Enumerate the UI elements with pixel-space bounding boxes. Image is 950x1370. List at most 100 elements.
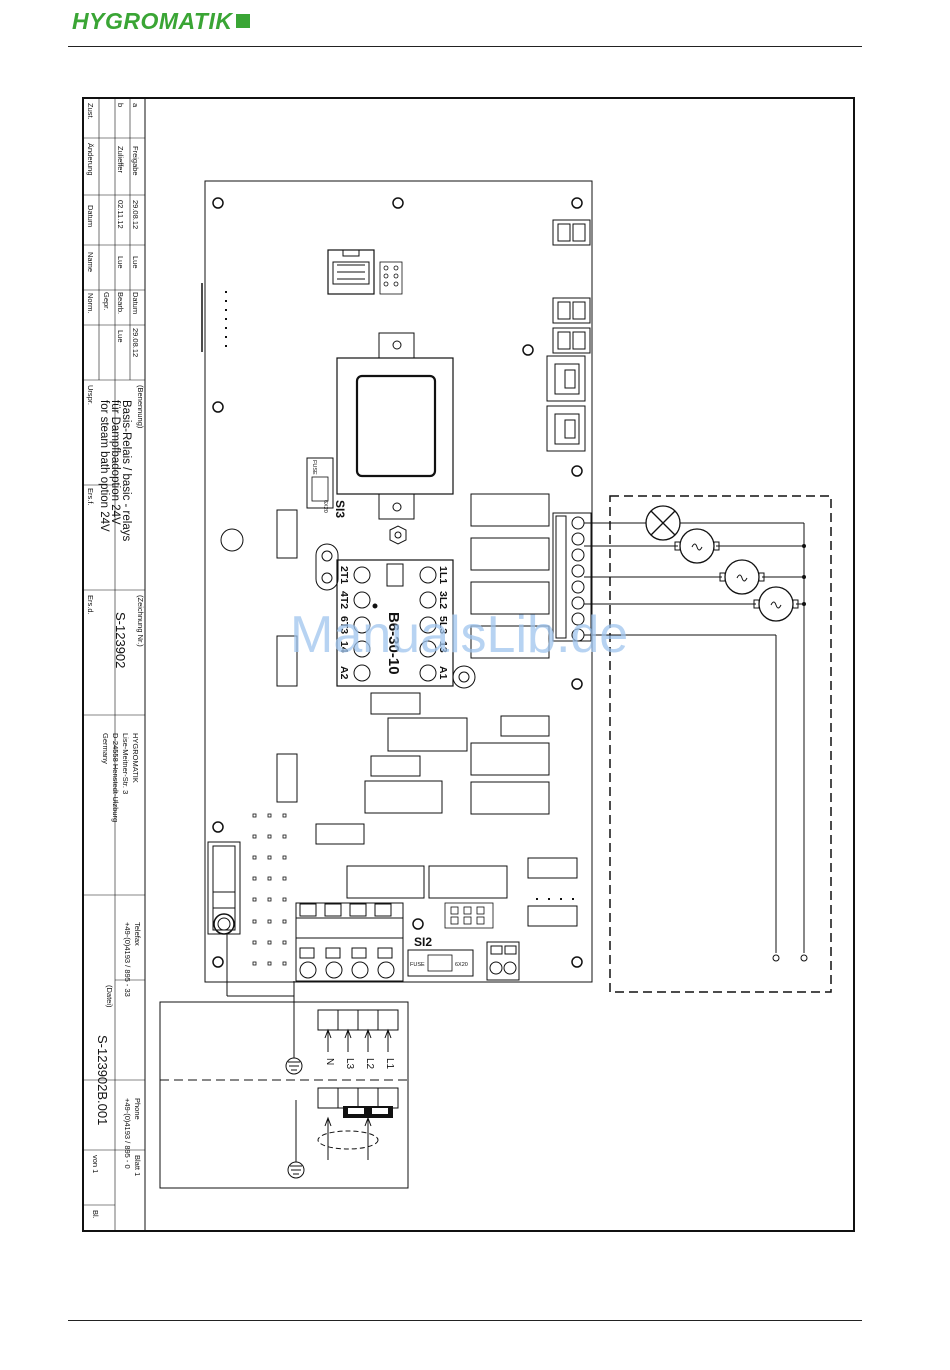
contactor-pin-14: 14 <box>338 641 350 653</box>
mounting-hole <box>212 197 224 209</box>
si2-label: SI2 <box>414 935 432 949</box>
fuse-si2: FUSE 6X20 <box>407 949 474 977</box>
mounting-hole <box>571 465 583 477</box>
mounting-hole <box>571 197 583 209</box>
supply-terminals-bottom <box>317 1087 399 1109</box>
tb-drawing-no: S-123902 <box>113 612 128 668</box>
motor-icon <box>719 559 765 595</box>
contactor-name: B6-30-10 <box>385 612 402 675</box>
contactor-pin-4t2: 4T2 <box>338 591 350 609</box>
tb-date-a: 29.08.12 <box>131 200 140 229</box>
tb-title-line2: für Dampfbadoption 24V <box>109 400 121 525</box>
tb-datum: Datum <box>86 205 95 227</box>
tb-blatt: Blatt 1 <box>133 1155 142 1176</box>
tb-ers-d: Ers.d. <box>86 595 95 615</box>
supply-label-l1: L1 <box>384 1058 395 1070</box>
pad-grid <box>252 813 287 966</box>
footer-rule <box>68 1320 862 1321</box>
mounting-hole <box>412 918 424 930</box>
watermark: ManualsLib.de <box>290 606 628 664</box>
tb-bearb-date: 29.08.12 <box>131 328 140 357</box>
lamp-icon <box>645 505 681 541</box>
mounting-hole <box>522 344 534 356</box>
tb-date-b: 02.11.12 <box>116 200 125 229</box>
mounting-hole <box>392 197 404 209</box>
tb-file-no: S-123902B.001 <box>95 1035 110 1125</box>
contactor-pin-a1: A1 <box>437 666 449 680</box>
supply-label-l3: L3 <box>344 1058 355 1070</box>
tb-zeichnung-label: (Zeichnung Nr.) <box>136 595 145 647</box>
hygromatik-logo: HYGROMATIK <box>72 6 251 36</box>
motor-icon <box>753 586 799 622</box>
fuse-si3: FUSE 6X20 <box>306 457 334 513</box>
power-terminal-block <box>295 902 404 982</box>
tb-bearb-name: Lue <box>116 330 125 343</box>
contactor-pin-13: 13 <box>437 641 449 653</box>
mounting-hole <box>212 956 224 968</box>
pin-header <box>379 261 403 295</box>
motor-icon <box>674 528 720 564</box>
small-header <box>444 902 494 929</box>
tb-rev-a: a <box>131 103 140 108</box>
mounting-hole <box>212 821 224 833</box>
si2-fuse-label: FUSE <box>410 962 425 968</box>
mounting-hole <box>571 956 583 968</box>
tb-zust: Zust. <box>86 103 95 120</box>
tb-bearb: Bearb. <box>116 292 125 314</box>
buzzer <box>220 528 244 552</box>
supply-label-l2: L2 <box>364 1058 375 1070</box>
tb-title-line3: for steam bath option 24V <box>98 400 110 532</box>
header-rule <box>68 46 862 47</box>
tb-company: HYGROMATIK <box>131 733 140 783</box>
contactor-pin-3l2: 3L2 <box>437 591 449 609</box>
components <box>276 493 578 927</box>
drawing-frame <box>82 97 855 1232</box>
external-devices-box <box>609 495 832 993</box>
tb-gepr: Gepr. <box>102 292 111 310</box>
mounting-hole <box>571 678 583 690</box>
logo-square-icon <box>236 14 251 28</box>
tb-rev-b: b <box>116 103 125 107</box>
si3-fuse-size: 6X20 <box>322 500 328 513</box>
supply-box <box>159 1001 409 1189</box>
si2-fuse-size: 6X20 <box>455 962 468 968</box>
tb-benennung-label: (Benennung) <box>136 385 145 429</box>
logo-text: HYGROMATIK <box>72 7 233 34</box>
external-wiring <box>584 522 808 962</box>
supply-terminals-top <box>317 1009 399 1031</box>
tb-phone-label: Phone <box>133 1098 142 1120</box>
tb-country: Germany <box>101 733 110 764</box>
contactor-pin-6t3: 6T3 <box>338 616 350 634</box>
si3-label: SI3 <box>333 500 347 518</box>
tb-datum-head: Datum <box>131 292 140 314</box>
contactor-pin-1l1: 1L1 <box>437 566 449 584</box>
tb-city: D-24558 Henstedt-Ulzburg <box>111 733 120 822</box>
tb-name-a: Lue <box>131 256 140 269</box>
tb-name: Name <box>86 252 95 272</box>
contactor-pin-2t1: 2T1 <box>338 566 350 584</box>
tb-zulieferer: Zulieffer <box>116 146 125 173</box>
right-connectors <box>546 219 591 452</box>
ground-icon <box>287 1161 305 1179</box>
tb-norm: Norm. <box>86 293 95 313</box>
ground-icon <box>285 1057 303 1075</box>
tb-street: Lise-Meitner-Str. 3 <box>121 733 130 794</box>
tb-bl: Bl. <box>91 1210 100 1219</box>
tb-phone: +49-(0)4193 / 895 - 0 <box>123 1098 132 1169</box>
tb-title-line1: Basis-Relais / basic - relays <box>120 400 132 541</box>
tb-name-b: Lue <box>116 256 125 269</box>
tb-telefax: +49-(0)4193 / 895 - 33 <box>123 922 132 997</box>
tb-aenderung: Änderung <box>86 143 95 176</box>
contactor-pin-a2: A2 <box>338 666 350 680</box>
transformer <box>336 332 454 545</box>
si3-fuse-label: FUSE <box>311 460 317 475</box>
supply-label-n: N <box>324 1058 335 1065</box>
pcb-outline <box>204 180 593 983</box>
fuse-holder-left <box>207 841 241 935</box>
tb-urspr: Urspr. <box>86 385 95 405</box>
tb-von: von 1 <box>91 1155 100 1173</box>
tb-datei-label: (Datei) <box>105 985 114 1008</box>
rj45-jack <box>327 249 375 295</box>
tb-freigabe: Freigabe <box>131 146 140 176</box>
